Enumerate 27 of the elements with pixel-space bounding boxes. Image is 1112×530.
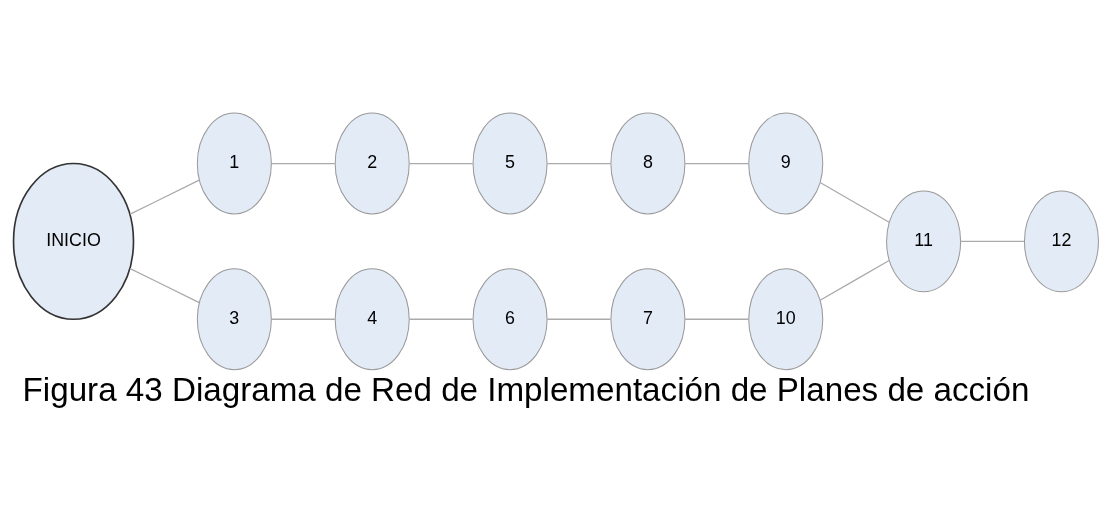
node-ellipse: 10 [748, 268, 824, 371]
connector [408, 162, 474, 165]
connector [129, 267, 200, 304]
connector [129, 179, 200, 215]
connector [546, 318, 612, 320]
node-ellipse: 9 [748, 112, 824, 215]
connector [270, 162, 336, 165]
node-ellipse: INICIO [12, 162, 135, 321]
node-ellipse: 7 [610, 268, 686, 371]
node-ellipse: 4 [334, 268, 410, 371]
node-ellipse: 3 [196, 268, 272, 371]
node-ellipse: 12 [1023, 190, 1099, 293]
connector [684, 162, 750, 165]
connector [270, 318, 336, 320]
node-ellipse: 1 [196, 112, 272, 215]
node-ellipse: 8 [610, 112, 686, 215]
node-ellipse: 11 [886, 190, 962, 293]
connector [684, 318, 750, 320]
node-ellipse: 2 [334, 112, 410, 215]
connector [819, 181, 890, 223]
connector [960, 240, 1025, 243]
connector [408, 318, 474, 320]
node-ellipse: 5 [472, 112, 548, 215]
connector [819, 259, 890, 301]
node-ellipse: 6 [472, 268, 548, 371]
caption: Figura 43 Diagrama de Red de Implementación de Planes de acción [22, 371, 1030, 409]
connector [546, 162, 612, 165]
